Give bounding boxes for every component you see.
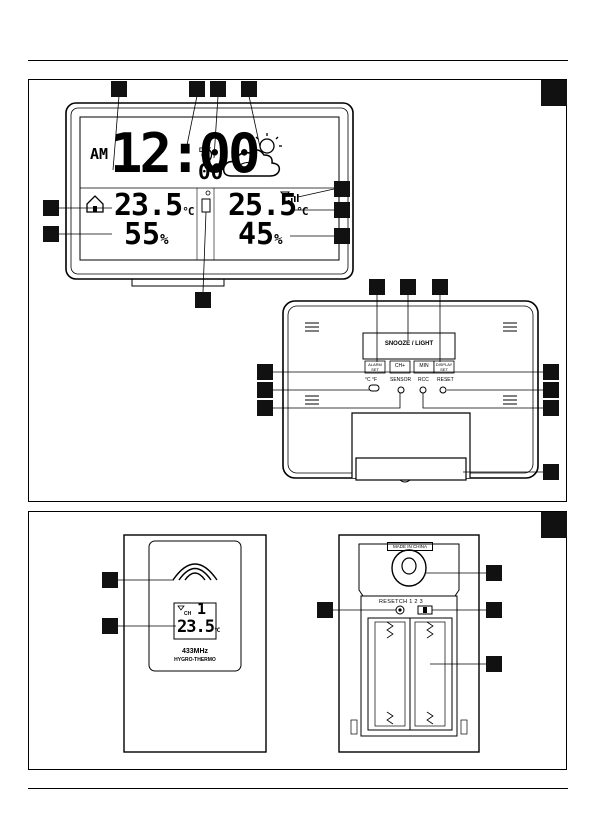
antenna-icon (279, 191, 299, 202)
indoor-humidity-value: 55 (124, 217, 161, 252)
sensor-temperature: 23.5°C (177, 617, 220, 640)
callout-max-min (543, 364, 559, 380)
callout-time (111, 81, 127, 97)
callout-radio-signal (210, 81, 226, 97)
figure-b-panel (28, 511, 567, 770)
rcc-button-label: RCC (418, 377, 429, 383)
callout-rcc (543, 400, 559, 416)
reset-ch-switch-label: RESETCH 1 2 3 (379, 599, 423, 605)
indoor-humidity: 55% (124, 219, 169, 256)
outdoor-temperature: 25.5°C (228, 188, 309, 228)
sensor-back-unit (333, 534, 486, 753)
outdoor-humidity-value: 45 (238, 217, 275, 252)
alarm-set-label-line-1: ALARM (368, 362, 382, 367)
callout-sensor-lcd (102, 618, 118, 634)
radio-signal-icon (201, 147, 213, 163)
callout-dst (189, 81, 205, 97)
back-panel-unit (272, 294, 543, 483)
indoor-temperature-unit: °C (182, 205, 194, 218)
callout-reset (543, 382, 559, 398)
outdoor-humidity: 45% (238, 219, 283, 256)
outdoor-temperature-unit: °C (296, 205, 308, 218)
made-in-label: MADE IN CHINA (387, 542, 433, 551)
figure-b-tab (541, 512, 567, 538)
time-display: 12:00 (110, 122, 261, 185)
top-rule (28, 60, 568, 61)
callout-unit-switch (257, 382, 273, 398)
am-pm-indicator: AM (90, 145, 109, 163)
callout-indoor-temp (43, 200, 59, 216)
figure-a-panel (28, 79, 567, 502)
callout-channel-switch (486, 602, 502, 618)
outdoor-humidity-unit: % (274, 232, 283, 248)
seconds-display: 00 (198, 160, 224, 184)
figure-a-tab (541, 80, 567, 106)
callout-outdoor-signal (334, 181, 350, 197)
callout-wireless-indicator (102, 572, 118, 588)
ch-button-label: CH+ (390, 363, 410, 369)
sensor-antenna-icon (177, 605, 185, 611)
callout-outdoor-temp (334, 202, 350, 218)
alarm-set-button-label: ALARM SET (364, 362, 386, 372)
callout-sensor (257, 400, 273, 416)
outdoor-temperature-value: 25.5 (228, 188, 297, 223)
wireless-signal-icon (172, 563, 218, 581)
ch-arrow-text: + (402, 363, 406, 369)
callout-stand (543, 464, 559, 480)
callout-outdoor-humidity (334, 228, 350, 244)
callout-alarm-set (369, 279, 385, 295)
sensor-channel-label: CH (184, 611, 192, 617)
indoor-humidity-unit: % (160, 232, 169, 248)
temperature-unit-switch-label: °C °F (365, 377, 378, 383)
sensor-channel-value: 1 (197, 600, 207, 618)
ch-label-text: CH (394, 363, 403, 369)
callout-ch (257, 364, 273, 380)
indoor-temperature: 23.5°C (114, 188, 195, 228)
callout-wall-mount (486, 565, 502, 581)
display-set-label-line-2: SET (440, 367, 448, 372)
callout-sensor-reset (317, 602, 333, 618)
dst-indicator: DST (199, 148, 211, 154)
callout-battery (195, 292, 211, 308)
main-display-unit (59, 95, 354, 293)
sensor-frequency-label: 433MHz (181, 648, 209, 655)
max-min-button-label: MIN (419, 363, 429, 369)
callout-battery-compartment (486, 656, 502, 672)
bottom-rule (28, 788, 568, 789)
snooze-light-button-label: SNOOZE / LIGHT (384, 341, 434, 347)
sensor-temperature-value: 23.5 (177, 617, 215, 637)
callout-weather (241, 81, 257, 97)
sensor-front-unit (117, 534, 267, 753)
display-set-label-line-1: DISPLAY (435, 362, 453, 367)
display-set-button-label: DISPLAY SET (434, 362, 454, 372)
sensor-button-label: SENSOR (390, 377, 412, 383)
alarm-set-label-line-2: SET (371, 367, 379, 372)
indoor-temperature-value: 23.5 (114, 188, 183, 223)
callout-display-set (432, 279, 448, 295)
sensor-temperature-unit: °C (213, 627, 220, 634)
reset-button-label: RESET (437, 377, 454, 383)
callout-snooze (400, 279, 416, 295)
sensor-model-label: HYGRO-THERMO (174, 657, 216, 663)
callout-indoor-humidity (43, 226, 59, 242)
